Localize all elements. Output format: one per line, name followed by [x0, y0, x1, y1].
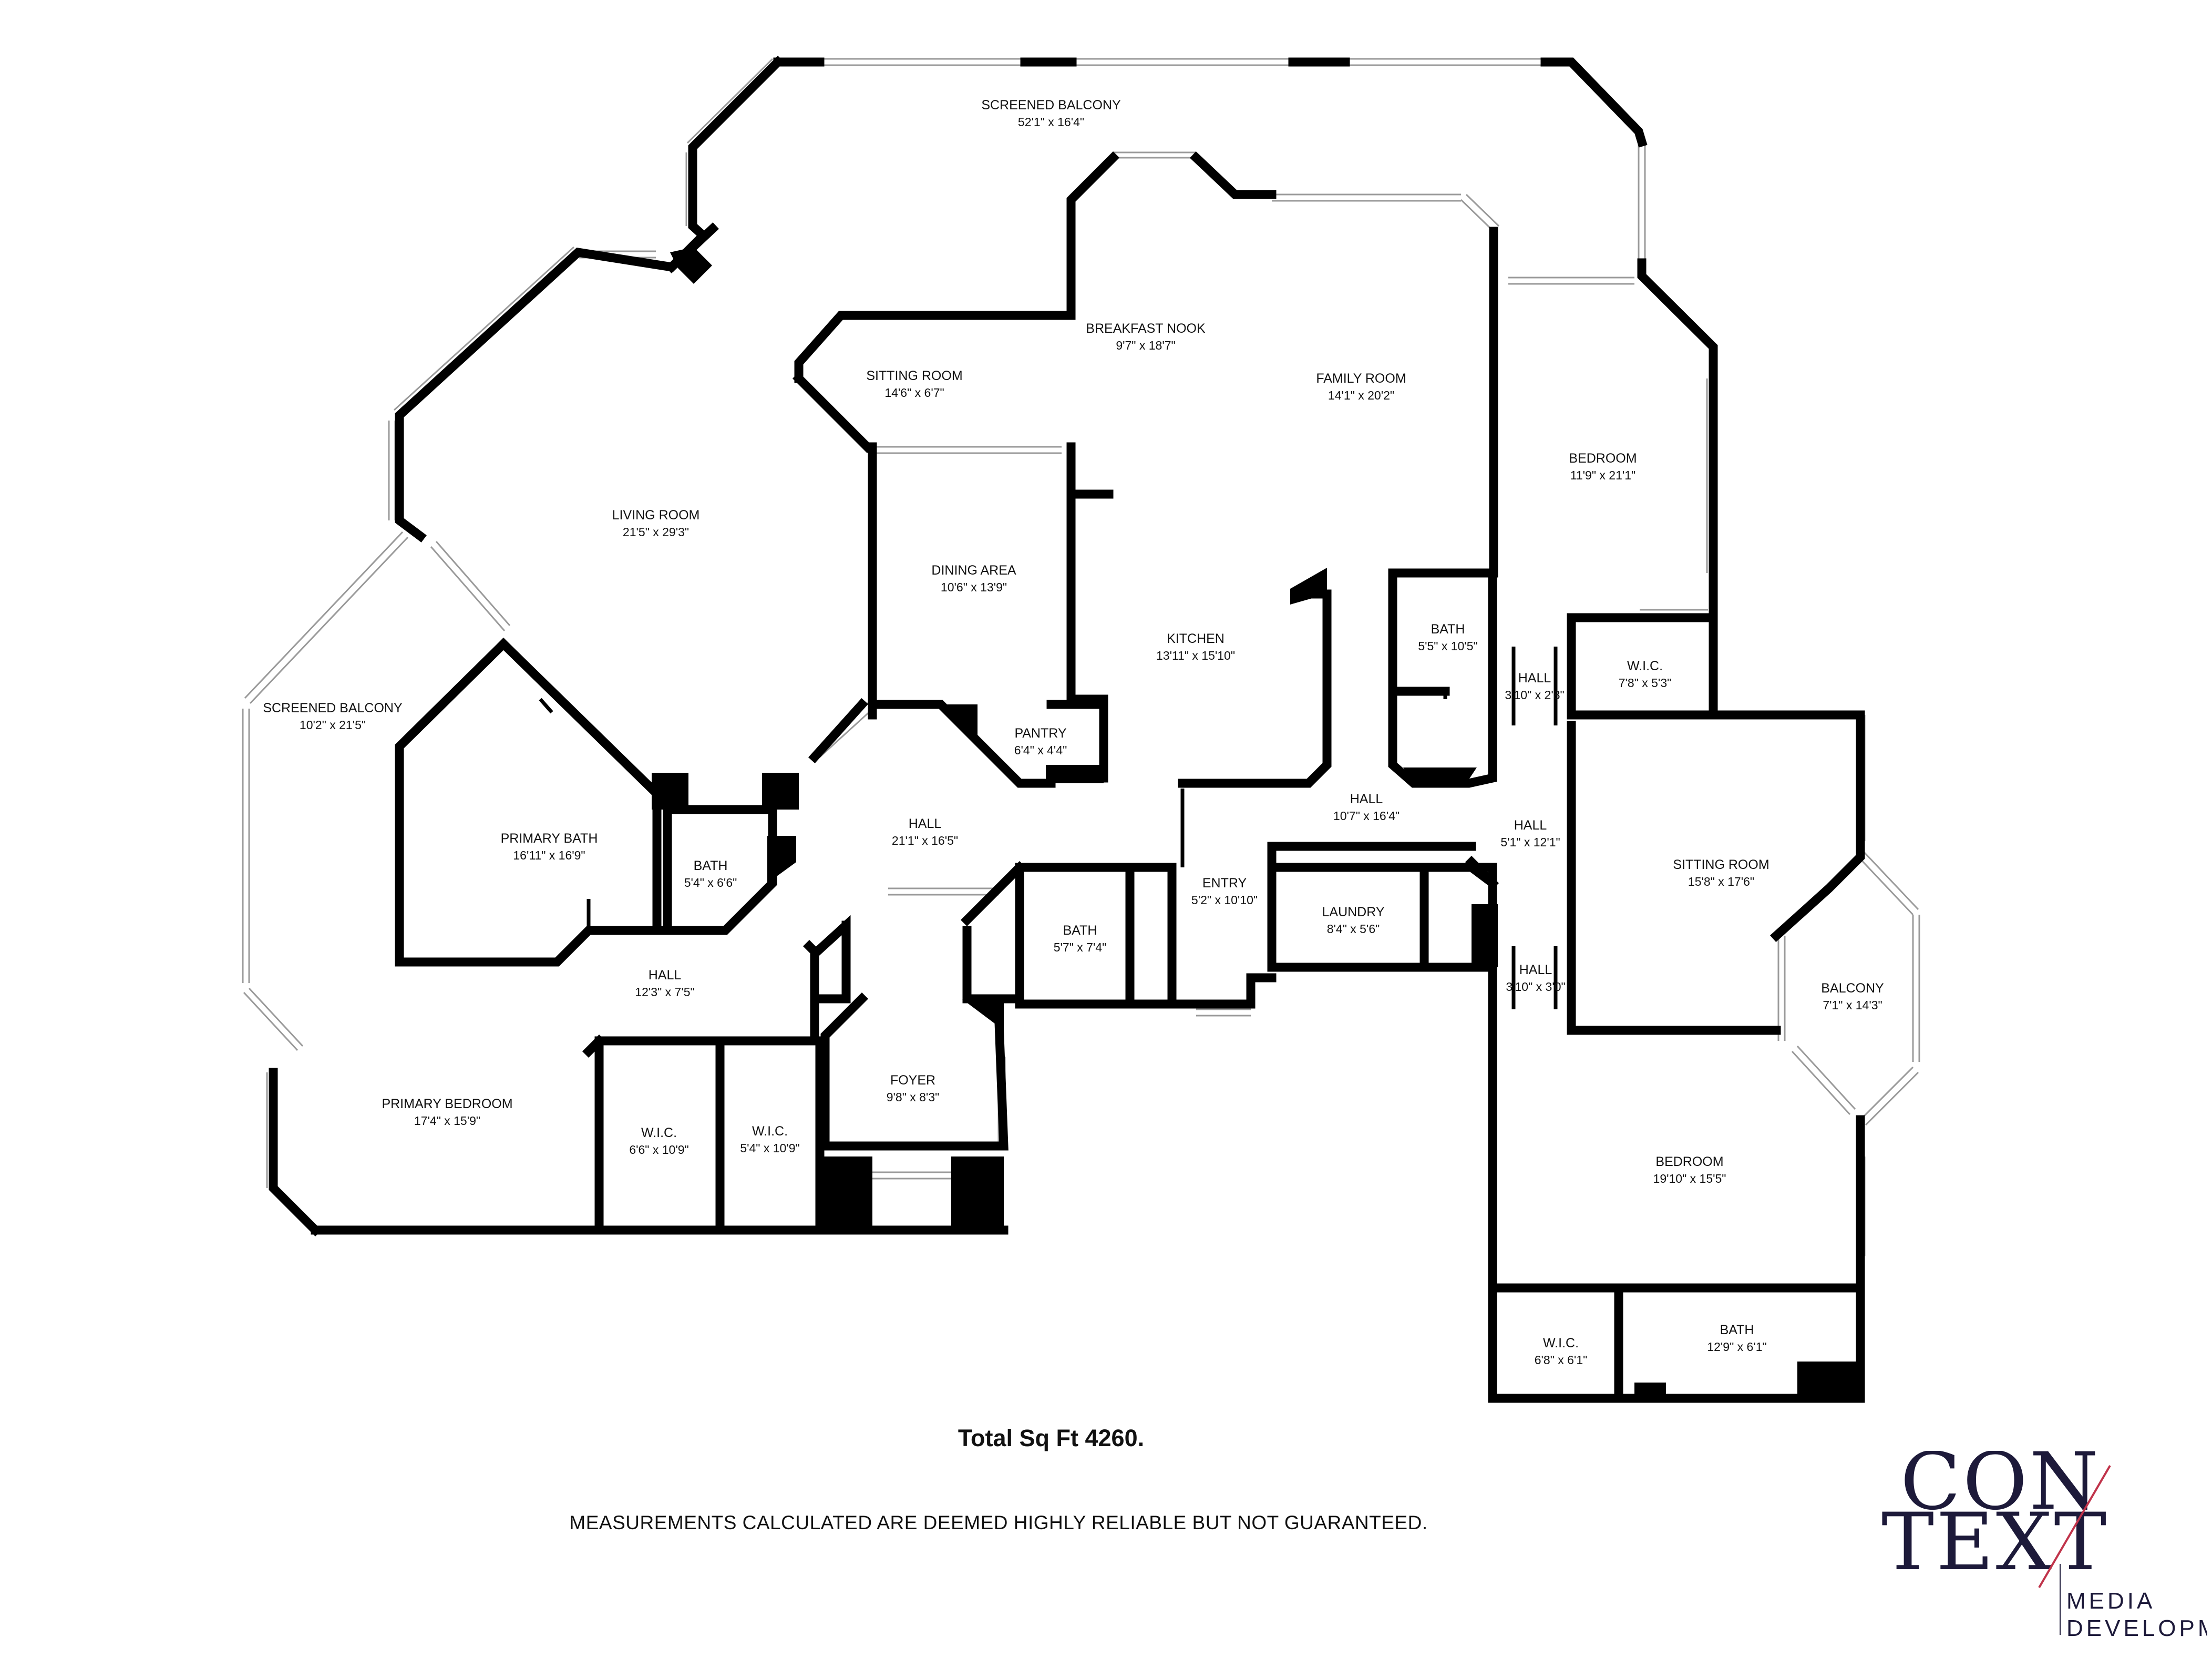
room-wic-bottom-right-dims: 6'8" x 6'1" — [1535, 1353, 1588, 1367]
room-hall-right-name: HALL — [1514, 818, 1547, 833]
thin-lines — [539, 647, 1558, 1009]
walls — [269, 55, 1865, 1403]
room-breakfast-nook-dims: 9'7" x 18'7" — [1116, 339, 1175, 352]
room-bath-bottom-right-name: BATH — [1720, 1323, 1754, 1337]
room-wic-middle-name: W.I.C. — [752, 1124, 788, 1139]
room-screened-balcony-left-name: SCREENED BALCONY — [263, 701, 403, 715]
room-laundry-dims: 8'4" x 5'6" — [1327, 922, 1380, 936]
room-wic-bottom-right-name: W.I.C. — [1543, 1336, 1579, 1350]
logo-line-text: TEXT — [1881, 1497, 2108, 1588]
logo-line-con: CON — [1900, 1451, 2101, 1528]
room-pantry-name: PANTRY — [1014, 726, 1066, 741]
logo-line-media: MEDIA — [2066, 1588, 2155, 1614]
room-kitchen-dims: 13'11" x 15'10" — [1156, 649, 1235, 662]
room-hall-center-dims: 10'7" x 16'4" — [1333, 809, 1400, 823]
room-bath-kitchen-side-name: BATH — [1431, 622, 1465, 637]
room-hall-bottom-left-dims: 12'3" x 7'5" — [635, 985, 694, 999]
room-foyer-name: FOYER — [890, 1073, 935, 1088]
room-bath-center-dims: 5'7" x 7'4" — [1054, 940, 1107, 954]
room-bedroom-right-top-name: BEDROOM — [1569, 451, 1637, 466]
context-media-logo: CON TEXT MEDIA DEVELOPMENT — [1881, 1451, 2207, 1641]
room-hall-small-bottom-name: HALL — [1519, 963, 1552, 977]
measurement-disclaimer: MEASUREMENTS CALCULATED ARE DEEMED HIGHL… — [569, 1512, 1428, 1533]
room-balcony-dims: 7'1" x 14'3" — [1823, 998, 1882, 1012]
room-primary-bedroom-name: PRIMARY BEDROOM — [382, 1097, 512, 1111]
room-bath-center-name: BATH — [1063, 923, 1097, 938]
total-square-footage: Total Sq Ft 4260. — [958, 1425, 1145, 1451]
room-hall-main-name: HALL — [909, 816, 942, 831]
room-dining-area-dims: 10'6" x 13'9" — [941, 580, 1007, 594]
room-wic-middle-dims: 5'4" x 10'9" — [740, 1141, 799, 1155]
room-primary-bedroom-dims: 17'4" x 15'9" — [414, 1114, 480, 1128]
room-bath-kitchen-side-dims: 5'5" x 10'5" — [1418, 639, 1477, 653]
room-breakfast-nook-name: BREAKFAST NOOK — [1086, 321, 1206, 336]
room-bath-small-dims: 5'4" x 6'6" — [684, 876, 737, 889]
room-screened-balcony-top-name: SCREENED BALCONY — [981, 98, 1121, 112]
room-sitting-room-right-dims: 15'8" x 17'6" — [1688, 875, 1754, 888]
room-labels: SCREENED BALCONY 52'1" x 16'4" BREAKFAST… — [263, 98, 1884, 1367]
room-hall-center-name: HALL — [1350, 792, 1383, 806]
room-primary-bath-dims: 16'11" x 16'9" — [513, 848, 585, 862]
room-family-room-dims: 14'1" x 20'2" — [1328, 388, 1394, 402]
room-bedroom-right-top-dims: 11'9" x 21'1" — [1570, 468, 1635, 482]
room-hall-main-dims: 21'1" x 16'5" — [892, 834, 958, 847]
room-primary-bath-name: PRIMARY BATH — [501, 831, 598, 846]
room-entry-name: ENTRY — [1202, 876, 1247, 891]
logo-line-development: DEVELOPMENT — [2066, 1615, 2207, 1641]
room-hall-small-bottom-dims: 3'10" x 3'0" — [1506, 980, 1565, 994]
room-living-room-name: LIVING ROOM — [612, 508, 700, 523]
room-sitting-room-left-dims: 14'6" x 6'7" — [884, 386, 944, 400]
room-wic-top-right-name: W.I.C. — [1627, 659, 1663, 673]
room-wic-top-right-dims: 7'8" x 5'3" — [1619, 676, 1672, 690]
room-kitchen-name: KITCHEN — [1167, 631, 1225, 646]
room-wic-left-name: W.I.C. — [641, 1125, 677, 1140]
room-pantry-dims: 6'4" x 4'4" — [1014, 743, 1067, 757]
room-screened-balcony-left-dims: 10'2" x 21'5" — [300, 718, 366, 732]
room-entry-dims: 5'2" x 10'10" — [1191, 893, 1258, 907]
room-screened-balcony-top-dims: 52'1" x 16'4" — [1018, 115, 1084, 129]
room-bedroom-right-bottom-name: BEDROOM — [1655, 1154, 1723, 1169]
room-hall-bottom-left-name: HALL — [649, 968, 682, 982]
room-bath-small-name: BATH — [694, 858, 728, 873]
room-hall-small-top-name: HALL — [1518, 671, 1551, 685]
room-family-room-name: FAMILY ROOM — [1316, 371, 1406, 386]
room-bath-bottom-right-dims: 12'9" x 6'1" — [1707, 1340, 1766, 1354]
room-hall-small-top-dims: 3'10" x 2'8" — [1505, 688, 1564, 702]
room-wic-left-dims: 6'6" x 10'9" — [629, 1143, 688, 1156]
room-foyer-dims: 9'8" x 8'3" — [887, 1090, 940, 1104]
room-bedroom-right-bottom-dims: 19'10" x 15'5" — [1653, 1172, 1726, 1185]
room-laundry-name: LAUNDRY — [1322, 905, 1384, 919]
room-hall-right-dims: 5'1" x 12'1" — [1500, 835, 1560, 849]
room-living-room-dims: 21'5" x 29'3" — [623, 525, 689, 539]
room-sitting-room-right-name: SITTING ROOM — [1673, 857, 1769, 872]
room-dining-area-name: DINING AREA — [931, 563, 1016, 578]
room-balcony-name: BALCONY — [1821, 981, 1884, 996]
room-sitting-room-left-name: SITTING ROOM — [866, 369, 962, 383]
solid-blocks — [652, 247, 1860, 1398]
logo-accent-slash — [2038, 1465, 2111, 1589]
